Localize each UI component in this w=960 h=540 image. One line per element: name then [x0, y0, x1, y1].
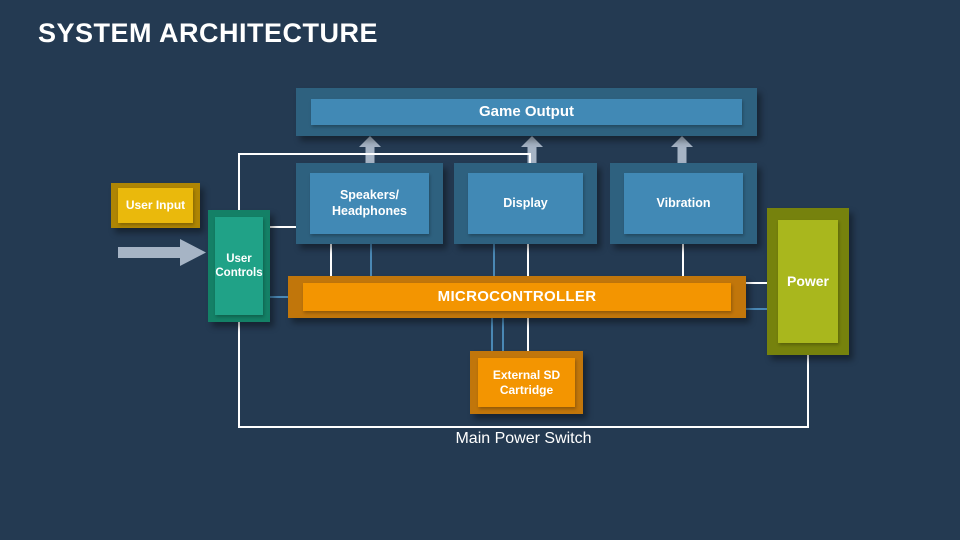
- vibration-box-fill: Vibration: [624, 173, 743, 234]
- user-controls-box-fill: User Controls: [215, 217, 263, 315]
- display-box-fill: Display: [468, 173, 583, 234]
- user-input-box: User Input: [111, 183, 200, 228]
- display-label: Display: [503, 195, 548, 210]
- power-box-fill: Power: [778, 220, 838, 343]
- connector-into-display: [529, 153, 531, 165]
- display-box: Display: [454, 163, 597, 244]
- game-output-box-fill: Game Output: [311, 99, 742, 125]
- speakers-headphones-label: Speakers/ Headphones: [331, 187, 407, 218]
- external-sd-cartridge-box: External SD Cartridge: [470, 351, 583, 414]
- connector-speakers-mcu-blue: [370, 244, 372, 276]
- connector-mcu-power: [746, 282, 767, 284]
- connector-mcu-sd-blue-2: [502, 318, 504, 351]
- connector-mcu-sd-blue-1: [491, 318, 493, 351]
- external-sd-cartridge-label: External SD Cartridge: [492, 367, 561, 397]
- right-arrow-icon: [118, 239, 206, 266]
- user-input-label: User Input: [125, 198, 186, 212]
- vibration-label: Vibration: [656, 195, 711, 210]
- speakers-headphones-box: Speakers/ Headphones: [296, 163, 443, 244]
- vibration-box: Vibration: [610, 163, 757, 244]
- connector-display-mcu: [527, 244, 529, 276]
- game-output-box: Game Output: [296, 88, 757, 136]
- connector-mcu-sd: [527, 318, 529, 351]
- microcontroller-box-fill: MICROCONTROLLER: [303, 283, 731, 311]
- user-controls-label: User Controls: [215, 252, 263, 279]
- connector-controls-mcu-blue: [270, 296, 288, 298]
- microcontroller-label: MICROCONTROLLER: [437, 287, 597, 305]
- user-input-box-fill: User Input: [118, 188, 193, 223]
- up-arrow-icon: [359, 136, 381, 163]
- connector-mcu-power-blue: [746, 308, 767, 310]
- microcontroller-box: MICROCONTROLLER: [288, 276, 746, 318]
- connector-main-power-line: [238, 426, 809, 428]
- connector-power-down: [807, 355, 809, 427]
- power-label: Power: [786, 272, 829, 289]
- connector-speakers-mcu: [330, 244, 332, 276]
- up-arrow-icon: [671, 136, 693, 163]
- external-sd-cartridge-box-fill: External SD Cartridge: [478, 358, 575, 407]
- up-arrow-icon: [521, 136, 543, 163]
- game-output-label: Game Output: [478, 102, 574, 120]
- connector-display-mcu-blue: [493, 244, 495, 276]
- slide-title: SYSTEM ARCHITECTURE: [38, 18, 379, 48]
- user-controls-box: User Controls: [208, 210, 270, 322]
- connector-vibration-mcu: [682, 244, 684, 276]
- connector-controls-speakers: [270, 226, 296, 228]
- connector-top-horizontal: [238, 153, 531, 155]
- main-power-switch-label: Main Power Switch: [455, 430, 592, 447]
- power-box: Power: [767, 208, 849, 355]
- speakers-headphones-box-fill: Speakers/ Headphones: [310, 173, 429, 234]
